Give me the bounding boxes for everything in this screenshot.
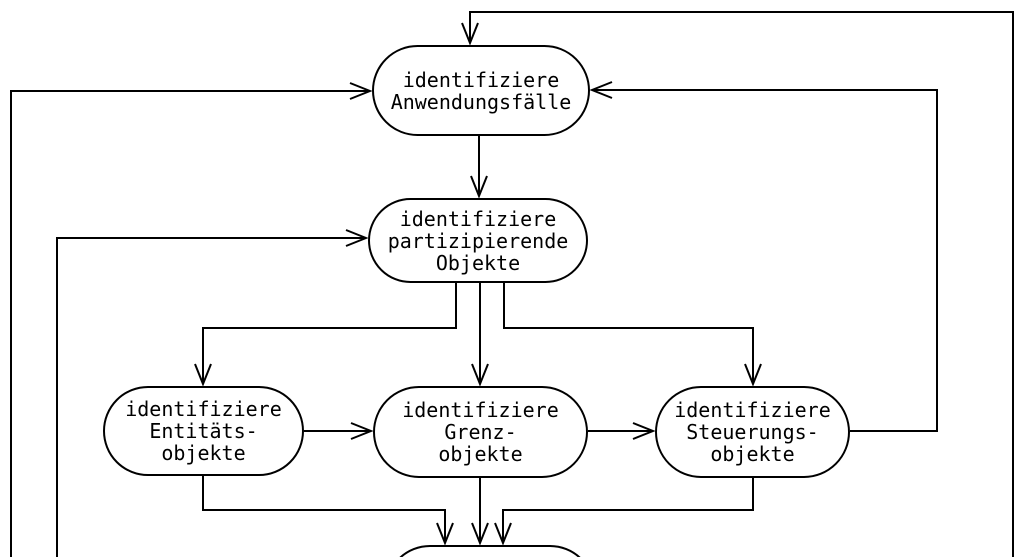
node-label-line: Anwendungsfälle <box>390 89 572 114</box>
node-label-line: identifiziere <box>399 206 557 231</box>
node-label-line: Entitäts- <box>149 419 258 443</box>
node-identifiziere-entitaetsobjekte: identifiziere Entitäts- objekte <box>103 386 304 476</box>
node-identifiziere-anwendungsfaelle: identifiziere Anwendungsfälle <box>372 45 590 136</box>
node-label-line: objekte <box>438 442 523 466</box>
node-label-line: identifiziere <box>402 67 560 92</box>
node-label-line: Steuerungs- <box>686 420 819 444</box>
node-identifiziere-steuerungsobjekte: identifiziere Steuerungs- objekte <box>655 386 850 478</box>
node-label-line: objekte <box>161 441 246 465</box>
node-label-line: partizipierende <box>387 228 569 253</box>
edge-bottomloop-to-anwendungsfaelle <box>470 11 1014 557</box>
node-identifiziere-grenzobjekte: identifiziere Grenz- objekte <box>373 386 588 478</box>
node-label-line: identifiziere <box>402 398 559 422</box>
node-label-line: identifiziere <box>674 398 831 422</box>
node-label-line: Objekte <box>435 250 521 275</box>
edge-steuerungs-to-anwendungsfaelle <box>592 90 938 432</box>
edge-leftloop-to-partizipierende <box>56 238 366 557</box>
edge-partizipierende-to-steuerungs <box>503 283 753 384</box>
edge-leftloop-to-anwendungsfaelle <box>10 91 370 557</box>
edge-entitaets-to-bottom <box>202 476 445 543</box>
edge-partizipierende-to-entitaets <box>203 283 457 384</box>
edge-steuerungs-to-bottom <box>503 476 754 543</box>
node-bottom-partial <box>385 545 595 557</box>
node-label-line: Grenz- <box>444 420 517 444</box>
node-label-line: objekte <box>710 442 795 466</box>
node-label-line: identifiziere <box>125 397 282 421</box>
node-identifiziere-partizipierende-objekte: identifiziere partizipierende Objekte <box>368 198 588 283</box>
